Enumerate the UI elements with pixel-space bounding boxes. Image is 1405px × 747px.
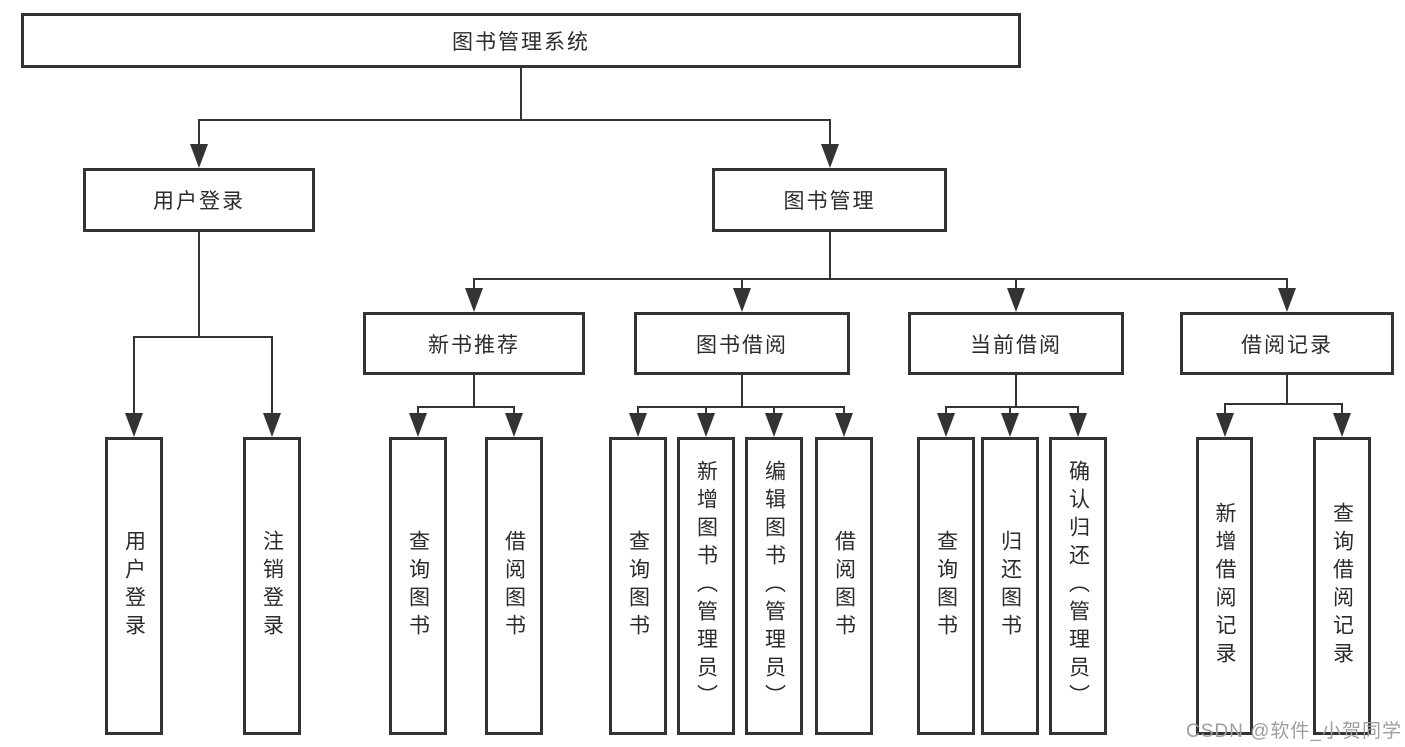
leaf-borrow-query-books: 查询图书	[609, 437, 667, 735]
node-label: 查询图书	[626, 530, 650, 642]
node-label: 新增图书（管理员）	[694, 460, 718, 712]
node-label: 借阅图书	[502, 530, 526, 642]
connector-line	[1286, 279, 1288, 290]
leaf-current-return-books: 归还图书	[981, 437, 1039, 735]
node-label: 图书借阅	[696, 333, 788, 357]
arrowhead-icon	[263, 413, 281, 437]
connector-line	[773, 407, 775, 415]
connector-line	[1015, 375, 1017, 407]
connector-line	[1224, 404, 1226, 415]
node-label: 编辑图书（管理员）	[762, 460, 786, 712]
node-label: 当前借阅	[970, 333, 1062, 357]
arrowhead-icon	[125, 413, 143, 437]
arrowhead-icon	[1001, 413, 1019, 437]
arrowhead-icon	[1278, 288, 1296, 312]
leaf-borrow-borrow-books: 借阅图书	[815, 437, 873, 735]
connector-line	[473, 279, 475, 290]
node-book-borrow: 图书借阅	[634, 312, 850, 375]
leaf-borrow-add-books-admin: 新增图书（管理员）	[677, 437, 735, 735]
node-label: 借阅记录	[1241, 333, 1333, 357]
node-label: 新书推荐	[428, 333, 520, 357]
node-label: 用户登录	[153, 190, 245, 213]
connector-line	[417, 406, 515, 408]
arrowhead-icon	[409, 413, 427, 437]
node-current-borrow: 当前借阅	[908, 312, 1124, 375]
arrowhead-icon	[190, 144, 208, 168]
connector-line	[637, 407, 639, 415]
arrowhead-icon	[1333, 413, 1351, 437]
arrowhead-icon	[629, 413, 647, 437]
connector-line	[133, 336, 273, 338]
leaf-recommend-query-books: 查询图书	[389, 437, 447, 735]
arrowhead-icon	[465, 288, 483, 312]
connector-line	[843, 407, 845, 415]
connector-line	[1341, 404, 1343, 415]
leaf-records-query-record: 查询借阅记录	[1313, 437, 1371, 735]
connector-line	[1009, 407, 1011, 415]
arrowhead-icon	[821, 144, 839, 168]
connector-line	[1015, 279, 1017, 290]
connector-line	[945, 407, 947, 415]
connector-line	[945, 406, 1079, 408]
node-label: 用户登录	[122, 530, 146, 642]
connector-line	[829, 120, 831, 146]
csdn-watermark: CSDN @软件_小贺同学	[1186, 721, 1402, 742]
connector-line	[1224, 403, 1343, 405]
node-book-management: 图书管理	[712, 168, 947, 232]
node-borrow-records: 借阅记录	[1180, 312, 1394, 375]
connector-line	[1077, 407, 1079, 415]
connector-line	[520, 68, 522, 120]
connector-line	[473, 278, 1288, 280]
connector-line	[741, 375, 743, 407]
connector-line	[513, 407, 515, 415]
connector-line	[133, 337, 135, 415]
node-label: 确认归还（管理员）	[1066, 460, 1090, 712]
connector-line	[198, 232, 200, 337]
arrowhead-icon	[835, 413, 853, 437]
arrowhead-icon	[733, 288, 751, 312]
leaf-logout: 注销登录	[243, 437, 301, 735]
leaf-borrow-edit-books-admin: 编辑图书（管理员）	[745, 437, 803, 735]
arrowhead-icon	[1007, 288, 1025, 312]
node-label: 归还图书	[998, 530, 1022, 642]
node-label: 新增借阅记录	[1213, 502, 1236, 670]
connector-line	[741, 279, 743, 290]
node-label: 图书管理	[783, 190, 876, 213]
node-label: 查询图书	[934, 530, 958, 642]
arrowhead-icon	[1216, 413, 1234, 437]
connector-line	[1286, 375, 1288, 404]
arrowhead-icon	[505, 413, 523, 437]
connector-line	[473, 375, 475, 407]
arrowhead-icon	[937, 413, 955, 437]
node-label: 图书管理系统	[452, 30, 590, 54]
leaf-current-confirm-return-admin: 确认归还（管理员）	[1049, 437, 1107, 735]
connector-line	[705, 407, 707, 415]
connector-line	[271, 337, 273, 415]
node-system-root: 图书管理系统	[21, 13, 1021, 68]
leaf-current-query-books: 查询图书	[917, 437, 975, 735]
connector-line	[198, 120, 200, 146]
arrowhead-icon	[697, 413, 715, 437]
node-new-book-recommend: 新书推荐	[363, 312, 585, 375]
node-label: 借阅图书	[832, 530, 856, 642]
node-label: 查询借阅记录	[1330, 502, 1354, 670]
arrowhead-icon	[1069, 413, 1087, 437]
leaf-recommend-borrow-books: 借阅图书	[485, 437, 543, 735]
connector-line	[198, 119, 831, 121]
connector-line	[829, 232, 831, 279]
arrowhead-icon	[765, 413, 783, 437]
connector-line	[417, 407, 419, 415]
leaf-user-login: 用户登录	[105, 437, 163, 735]
leaf-records-add-record: 新增借阅记录	[1196, 437, 1253, 735]
node-user-login: 用户登录	[83, 168, 315, 232]
node-label: 查询图书	[406, 530, 430, 642]
connector-line	[637, 406, 845, 408]
node-label: 注销登录	[260, 530, 284, 642]
